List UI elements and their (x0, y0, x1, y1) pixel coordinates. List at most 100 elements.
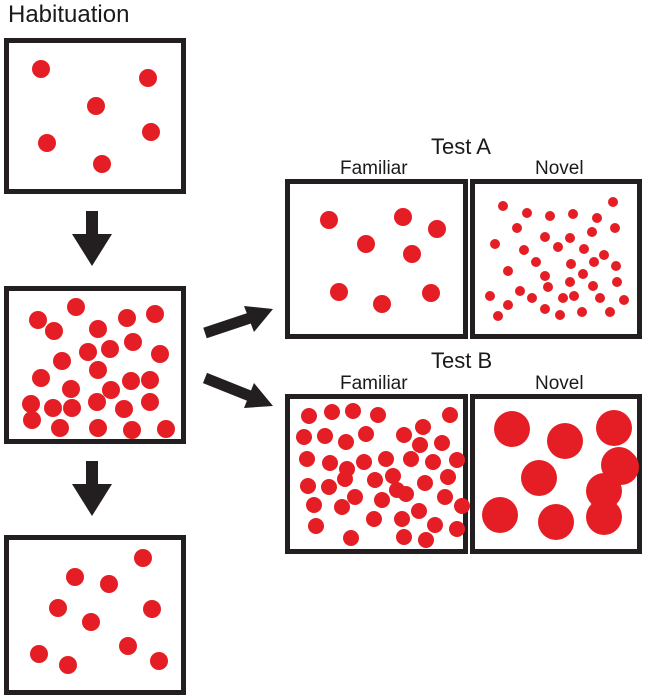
test-b-familiar-dot (396, 529, 412, 545)
test-b-familiar-dot (358, 426, 374, 442)
habituation-2-dot (51, 419, 69, 437)
test-b-familiar-dot (412, 437, 428, 453)
test-a-novel-dot (566, 259, 576, 269)
habituation-3-dot (49, 599, 67, 617)
habituation-1-dot (38, 134, 56, 152)
test-a-novel-dot (565, 277, 575, 287)
test-a-novel-dot (543, 282, 553, 292)
test-b-familiar-dot (339, 461, 355, 477)
habituation-2-dot (115, 400, 133, 418)
test-b-familiar-dot (343, 530, 359, 546)
test-b-familiar-dot (425, 454, 441, 470)
habituation-3-dot (150, 652, 168, 670)
test-a-familiar-panel (285, 179, 468, 339)
test-a-novel-dot (503, 300, 513, 310)
test-a-novel-dot (555, 310, 565, 320)
test-b-familiar-dot (347, 489, 363, 505)
test-a-novel-dot (565, 233, 575, 243)
test-a-novel-dot (540, 271, 550, 281)
habituation-2-dot (151, 345, 169, 363)
test-a-novel-dot (568, 209, 578, 219)
test-a-novel-dot (531, 257, 541, 267)
test-b-familiar-label: Familiar (340, 373, 408, 394)
habituation-2-dot (44, 399, 62, 417)
test-b-familiar-dot (385, 468, 401, 484)
habituation-3-dot (59, 656, 77, 674)
habituation-2-dot (32, 369, 50, 387)
test-a-novel-dot (558, 293, 568, 303)
habituation-2-dot (89, 320, 107, 338)
habituation-2-dot (22, 395, 40, 413)
test-b-familiar-dot (434, 435, 450, 451)
test-b-familiar-dot (449, 521, 465, 537)
test-b-novel-dot (494, 411, 530, 447)
habituation-1-dot (142, 123, 160, 141)
test-a-novel-dot (578, 269, 588, 279)
test-a-novel-dot (545, 211, 555, 221)
test-b-familiar-dot (374, 492, 390, 508)
test-a-familiar-dot (428, 220, 446, 238)
test-a-novel-dot (540, 232, 550, 242)
habituation-2-dot (118, 309, 136, 327)
habituation-3-dot (82, 613, 100, 631)
habituation-2-dot (79, 343, 97, 361)
test-b-familiar-dot (317, 428, 333, 444)
test-a-novel-dot (540, 304, 550, 314)
test-a-novel-dot (612, 277, 622, 287)
test-b-title: Test B (431, 348, 493, 373)
test-a-novel-dot (608, 197, 618, 207)
habituation-3-dot (30, 645, 48, 663)
test-b-familiar-dot (370, 407, 386, 423)
test-a-familiar-dot (330, 283, 348, 301)
test-b-familiar-dot (398, 486, 414, 502)
test-b-familiar-dot (321, 479, 337, 495)
habituation-2-dot (63, 399, 81, 417)
habituation-title: Habituation (8, 1, 130, 28)
test-a-novel-dot (493, 311, 503, 321)
test-b-novel-dot (538, 504, 574, 540)
habituation-3-dot (66, 568, 84, 586)
habituation-2-dot (45, 322, 63, 340)
test-a-familiar-dot (357, 235, 375, 253)
test-b-familiar-dot (366, 511, 382, 527)
test-a-familiar-dot (394, 208, 412, 226)
test-a-novel-dot (619, 295, 629, 305)
test-a-title: Test A (431, 134, 491, 159)
test-b-familiar-dot (338, 434, 354, 450)
test-b-familiar-dot (427, 517, 443, 533)
test-a-novel-dot (605, 307, 615, 317)
habituation-2-dot (123, 421, 141, 439)
habituation-3-dot (143, 600, 161, 618)
habituation-2-dot (88, 393, 106, 411)
down-arrow-icon (72, 461, 112, 516)
test-a-novel-dot (553, 242, 563, 252)
habituation-1-dot (32, 60, 50, 78)
habituation-2-dot (102, 381, 120, 399)
test-a-novel-dot (512, 223, 522, 233)
habituation-1-dot (93, 155, 111, 173)
habituation-2-dot (124, 333, 142, 351)
habituation-2-dot (62, 380, 80, 398)
test-a-familiar-dot (403, 245, 421, 263)
test-a-novel-dot (577, 307, 587, 317)
down-arrow-icon (72, 211, 112, 266)
test-a-novel-dot (503, 266, 513, 276)
test-a-novel-dot (599, 250, 609, 260)
test-a-novel-dot (588, 281, 598, 291)
test-b-familiar-dot (324, 404, 340, 420)
habituation-3-dot (134, 549, 152, 567)
test-b-familiar-dot (378, 451, 394, 467)
test-b-familiar-dot (454, 498, 470, 514)
test-b-familiar-dot (411, 503, 427, 519)
habituation-2-dot (89, 361, 107, 379)
test-b-familiar-dot (418, 532, 434, 548)
test-a-novel-dot (595, 293, 605, 303)
test-a-novel-dot (592, 213, 602, 223)
test-a-novel-dot (527, 293, 537, 303)
test-b-familiar-dot (296, 429, 312, 445)
test-b-familiar-dot (308, 518, 324, 534)
test-a-novel-dot (589, 257, 599, 267)
habituation-2-dot (101, 340, 119, 358)
test-b-familiar-dot (299, 451, 315, 467)
test-b-familiar-dot (367, 472, 383, 488)
